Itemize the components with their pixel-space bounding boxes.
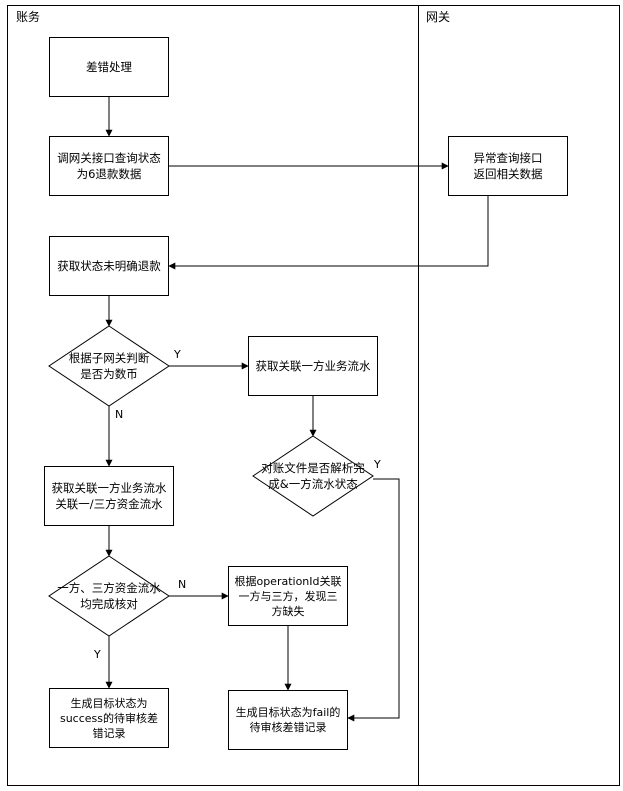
node-line: 获取关联一方业务流水: [255, 359, 371, 373]
node-gateway-return: 异常查询接口 返回相关数据: [449, 137, 567, 195]
lane-title-gateway: 网关: [426, 10, 451, 24]
node-get-unclear-refund: 获取状态未明确退款: [50, 237, 168, 295]
decision-reconcile-file-shape: [252, 435, 374, 517]
node-operation-id: 根据operationId关联 一方与三方，发现三 方缺失: [229, 567, 347, 625]
node-success-record: 生成目标状态为 success的待审核差 错记录: [50, 689, 168, 747]
node-line: 返回相关数据: [473, 167, 543, 181]
node-get-fund-flow: 获取关联一方业务流水 关联一/三方资金流水: [45, 467, 173, 525]
edge-d2-n9: [347, 478, 400, 722]
node-line: 为6退款数据: [76, 167, 142, 181]
node-fail-record: 生成目标状态为fail的 待审核差错记录: [229, 691, 347, 749]
decision-digital-currency: 根据子网关判断 是否为数币: [49, 336, 169, 396]
node-operation-id-box: [228, 566, 348, 626]
node-line: 均完成核对: [80, 597, 138, 611]
node-line: 是否为数币: [80, 367, 138, 381]
edge-label-d1-no: N: [115, 408, 124, 421]
node-error-handling-box: [49, 37, 169, 97]
node-query-gateway: 调网关接口查询状态 为6退款数据: [50, 137, 168, 195]
node-line: 一方与三方，发现三: [238, 589, 338, 603]
decision-fund-verified: 一方、三方资金流水 均完成核对: [44, 566, 174, 626]
node-line: 待审核差错记录: [249, 721, 327, 734]
node-line: 获取关联一方业务流水: [51, 481, 167, 495]
node-success-record-box: [49, 688, 169, 748]
node-line: success的待审核差: [59, 711, 159, 725]
node-line: 方缺失: [271, 604, 305, 618]
node-line: 一方、三方资金流水: [57, 581, 161, 595]
node-line: 关联一/三方资金流水: [55, 497, 163, 511]
edge-n3-n4: [168, 196, 489, 270]
node-line: 根据子网关判断: [68, 351, 150, 365]
edge-label-d2-yes: Y: [374, 458, 381, 471]
swimlane-frame: [7, 5, 620, 786]
node-get-unclear-refund-box: [49, 236, 169, 296]
node-line: 对账文件是否解析完: [261, 461, 365, 475]
node-error-handling: 差错处理: [50, 38, 168, 96]
edge-label-d1-yes: Y: [174, 348, 181, 361]
node-get-business-flow-box: [248, 336, 378, 396]
node-query-gateway-box: [49, 136, 169, 196]
node-line: 生成目标状态为: [70, 696, 148, 710]
decision-reconcile-file: 对账文件是否解析完 成&一方流水状态: [243, 446, 383, 506]
node-get-fund-flow-box: [44, 466, 174, 526]
node-line: 获取状态未明确退款: [57, 259, 161, 273]
node-line: 异常查询接口: [473, 151, 543, 165]
node-line: 差错处理: [86, 60, 132, 74]
node-line: 调网关接口查询状态: [57, 151, 161, 165]
edge-label-d3-no: N: [178, 578, 187, 591]
edge-label-d3-yes: Y: [94, 648, 101, 661]
node-line: 错记录: [92, 726, 126, 740]
node-line: 根据operationId关联: [234, 574, 342, 588]
node-line: 生成目标状态为fail的: [235, 706, 341, 719]
node-get-business-flow: 获取关联一方业务流水: [249, 337, 377, 395]
node-fail-record-box: [228, 690, 348, 750]
lane-title-accounting: 账务: [16, 10, 41, 24]
node-gateway-return-box: [448, 136, 568, 196]
node-line: 成&一方流水状态: [268, 477, 358, 491]
